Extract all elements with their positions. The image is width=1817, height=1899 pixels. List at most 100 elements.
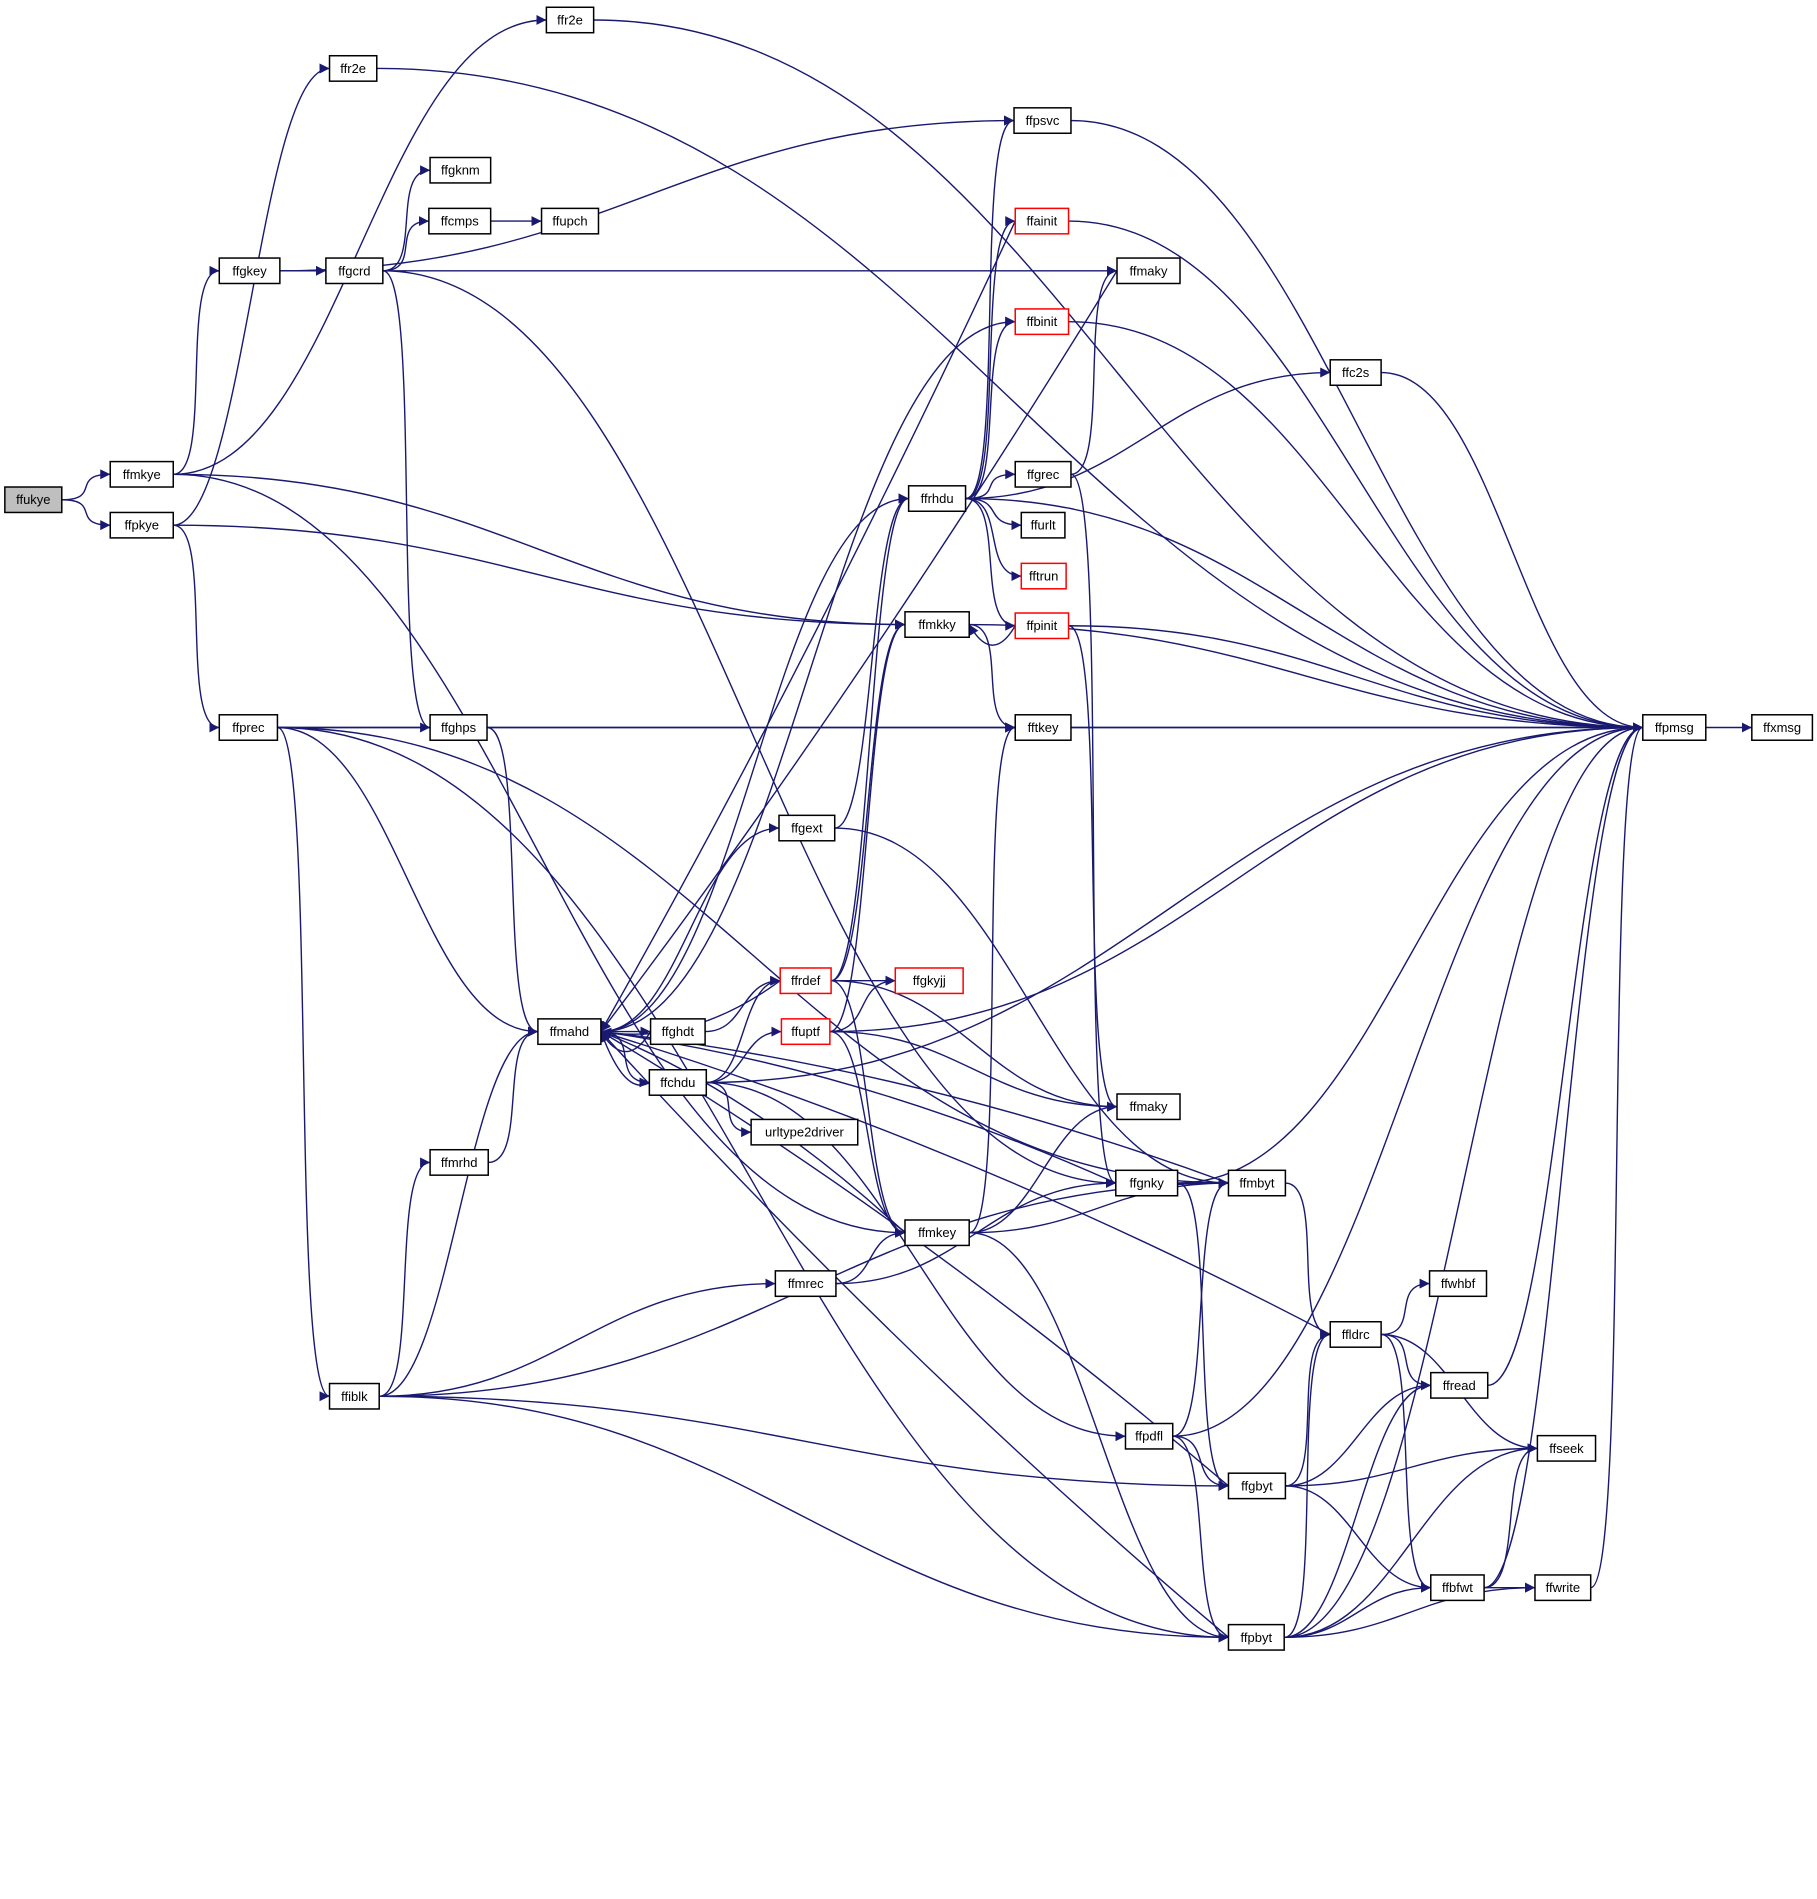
edge-ffmahd-to-ffbinit xyxy=(600,316,1016,1033)
node-ffgrec[interactable]: ffgrec xyxy=(1014,460,1072,488)
node-ffmkye[interactable]: ffmkye xyxy=(109,460,174,488)
edge-ffchdu-to-ffpmsg xyxy=(706,722,1643,1084)
node-ffwhbf[interactable]: ffwhbf xyxy=(1428,1270,1488,1298)
edge-ffainit-to-ffpmsg xyxy=(1068,220,1643,733)
node-ffc2s[interactable]: ffc2s xyxy=(1329,359,1382,387)
node-box xyxy=(774,1270,837,1298)
node-ffghdt[interactable]: ffghdt xyxy=(649,1018,706,1046)
node-ffgkey[interactable]: ffgkey xyxy=(218,257,281,285)
edge-ffrdef-to-ffrhdu xyxy=(830,493,909,982)
node-ffchdu[interactable]: ffchdu xyxy=(648,1069,708,1096)
node-ffrhdu[interactable]: ffrhdu xyxy=(907,485,967,513)
node-box xyxy=(4,486,63,514)
node-ffmaky_top[interactable]: ffmaky xyxy=(1116,257,1181,285)
node-box xyxy=(1642,714,1707,741)
node-label: ffiblk xyxy=(341,1389,368,1404)
edge-ffbfwt-to-ffpmsg xyxy=(1484,722,1643,1589)
node-ffxmsg[interactable]: ffxmsg xyxy=(1751,714,1814,741)
node-fftkey[interactable]: fftkey xyxy=(1014,714,1072,741)
node-ffuptf[interactable]: ffuptf xyxy=(780,1018,831,1046)
node-box xyxy=(894,967,964,995)
node-label: ffukye xyxy=(16,492,50,507)
node-ffgbyt[interactable]: ffgbyt xyxy=(1227,1472,1287,1500)
node-ffmkey[interactable]: ffmkey xyxy=(904,1219,970,1247)
node-label: ffgkyjj xyxy=(913,973,946,988)
node-ffwrite[interactable]: ffwrite xyxy=(1534,1574,1592,1602)
node-box xyxy=(1020,511,1066,539)
node-fftrun[interactable]: fftrun xyxy=(1020,562,1067,590)
edge-ffmkye-to-ffr2e_a xyxy=(173,15,547,476)
edge-ffgbyt-to-ffseek xyxy=(1285,1443,1538,1487)
node-ffpkye[interactable]: ffpkye xyxy=(109,511,174,539)
node-ffgkyjj[interactable]: ffgkyjj xyxy=(894,967,964,995)
edge-ffukye-to-ffpkye xyxy=(61,499,111,531)
node-ffghps[interactable]: ffghps xyxy=(429,714,488,741)
node-ffgnky[interactable]: ffgnky xyxy=(1115,1169,1179,1197)
node-ffbinit[interactable]: ffbinit xyxy=(1014,308,1070,336)
edge-ffuptf-to-ffgkyjj xyxy=(829,975,896,1033)
node-ffmahd[interactable]: ffmahd xyxy=(537,1018,602,1046)
node-box xyxy=(109,460,174,488)
node-ffldrc[interactable]: ffldrc xyxy=(1329,1320,1382,1348)
edge-ffghdt-to-ffrdef xyxy=(705,975,781,1033)
node-ffgcrd[interactable]: ffgcrd xyxy=(325,257,384,285)
edge-ffbfwt-to-ffseek xyxy=(1484,1443,1538,1589)
node-ffmaky_low[interactable]: ffmaky xyxy=(1116,1093,1181,1121)
node-ffpbyt[interactable]: ffpbyt xyxy=(1227,1623,1285,1651)
node-ffr2e_a[interactable]: ffr2e xyxy=(545,6,595,34)
node-ffprec[interactable]: ffprec xyxy=(218,714,279,741)
node-ffurlt[interactable]: ffurlt xyxy=(1020,511,1066,539)
edge-ffmahd-to-ffrhdu xyxy=(600,493,909,1033)
node-ffbfwt[interactable]: ffbfwt xyxy=(1430,1574,1485,1602)
node-label: ffgext xyxy=(791,821,823,836)
node-ffupch[interactable]: ffupch xyxy=(540,207,600,235)
node-ffiblk[interactable]: ffiblk xyxy=(328,1382,380,1410)
edge-ffgcrd-to-ffghps xyxy=(382,270,431,733)
node-ffgext[interactable]: ffgext xyxy=(778,814,836,842)
node-ffainit[interactable]: ffainit xyxy=(1014,207,1070,235)
edge-ffrdef-to-ffmkky xyxy=(830,619,906,982)
edge-ffpinit-to-ffmaky_low xyxy=(1068,625,1118,1112)
edge-ffrhdu-to-ffainit xyxy=(965,216,1016,500)
node-ffmrhd[interactable]: ffmrhd xyxy=(429,1148,489,1176)
node-box xyxy=(218,257,281,285)
edge-ffprec-to-ffiblk xyxy=(277,726,330,1402)
node-box xyxy=(1014,612,1070,640)
edge-ffmkey-to-ffmahd xyxy=(600,1030,906,1234)
node-label: ffpdfl xyxy=(1135,1429,1163,1444)
node-ffrdef[interactable]: ffrdef xyxy=(779,967,832,995)
node-ffmkky[interactable]: ffmkky xyxy=(904,611,970,638)
edge-ffprec-to-ffpbyt xyxy=(277,726,1229,1643)
node-label: ffmrec xyxy=(788,1276,824,1291)
node-box xyxy=(649,1018,706,1046)
edge-ffpbyt-to-ffldrc xyxy=(1284,1329,1331,1639)
node-ffpinit[interactable]: ffpinit xyxy=(1014,612,1070,640)
edge-ffuptf-to-ffmkky xyxy=(829,619,906,1033)
node-ffcmps[interactable]: ffcmps xyxy=(428,207,492,235)
node-box xyxy=(1227,1623,1285,1651)
edge-ffmkye-to-ffmkky xyxy=(173,473,905,630)
node-ffr2e_b[interactable]: ffr2e xyxy=(328,54,378,82)
node-ffmrec[interactable]: ffmrec xyxy=(774,1270,837,1298)
node-label: ffrhdu xyxy=(921,491,954,506)
node-urltype2driver[interactable]: urltype2driver xyxy=(750,1118,859,1146)
node-ffpmsg[interactable]: ffpmsg xyxy=(1642,714,1707,741)
node-box xyxy=(1428,1270,1488,1298)
node-box xyxy=(429,156,492,184)
node-ffpsvc[interactable]: ffpsvc xyxy=(1013,107,1072,135)
node-label: ffbinit xyxy=(1026,314,1057,329)
edge-ffpdfl-to-ffpmsg xyxy=(1172,722,1643,1437)
edge-ffmrhd-to-ffmahd xyxy=(488,1026,538,1164)
edge-ffrdef-to-ffmaky_low xyxy=(831,980,1118,1112)
node-label: ffmkye xyxy=(123,467,161,482)
node-ffseek[interactable]: ffseek xyxy=(1536,1434,1597,1462)
edge-ffpbyt-to-ffwrite xyxy=(1284,1582,1535,1639)
node-ffpdfl[interactable]: ffpdfl xyxy=(1124,1422,1174,1450)
node-ffukye[interactable]: ffukye xyxy=(4,486,63,514)
node-ffgknm[interactable]: ffgknm xyxy=(429,156,492,184)
node-ffread[interactable]: ffread xyxy=(1430,1371,1489,1399)
node-box xyxy=(1013,107,1072,135)
edge-ffrhdu-to-ffc2s xyxy=(965,367,1331,500)
node-ffmbyt[interactable]: ffmbyt xyxy=(1227,1169,1287,1197)
node-box xyxy=(1430,1371,1489,1399)
